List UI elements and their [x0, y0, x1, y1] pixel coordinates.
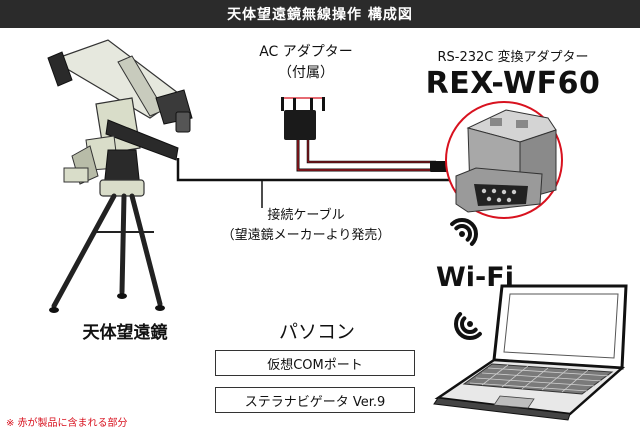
wifi-lower-icon	[454, 312, 482, 340]
ac-adapter-label-line2: （付属）	[278, 65, 334, 81]
ac-adapter-icon	[281, 97, 325, 140]
product-name: REX-WF60	[425, 66, 601, 101]
wifi-label: Wi-Fi	[436, 262, 514, 293]
software-box-virtual-com: 仮想COMポート	[215, 350, 415, 376]
telescope-label: 天体望遠鏡	[82, 323, 168, 343]
ac-adapter-label-line1: AC アダプター	[259, 44, 353, 60]
wifi-upper-icon	[450, 218, 478, 246]
ac-adapter-cord	[296, 138, 436, 172]
cable-label: 接続ケーブル （望遠鏡メーカーより発売）	[196, 206, 416, 246]
cable-label-line2: （望遠鏡メーカーより発売）	[221, 228, 391, 243]
footnote: ※ 赤が製品に含まれる部分	[6, 418, 128, 429]
rs232c-adapter-label: RS-232C 変換アダプター	[437, 50, 589, 65]
laptop-illustration	[433, 284, 628, 421]
telescope-illustration	[47, 39, 193, 313]
diagram-title: 天体望遠鏡無線操作 構成図	[0, 0, 640, 28]
software-box-stellanavigator: ステラナビゲータ Ver.9	[215, 387, 415, 413]
rs232c-adapter-icon	[445, 101, 563, 219]
ac-adapter-label: AC アダプター （付属）	[236, 42, 376, 84]
connection-cable	[176, 158, 455, 182]
pc-label: パソコン	[278, 321, 355, 343]
cable-label-line1: 接続ケーブル	[267, 208, 345, 223]
